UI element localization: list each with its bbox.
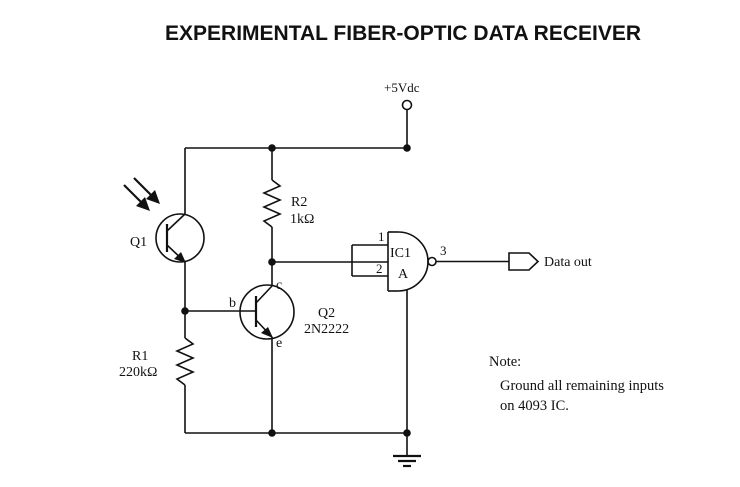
ic1-ref: IC1 — [390, 246, 411, 261]
ic1-nand-gate — [351, 231, 509, 292]
q2-part: 2N2222 — [304, 322, 349, 337]
ic1-pin-3: 3 — [440, 243, 447, 258]
ground-icon — [393, 454, 421, 468]
q1-phototransistor — [155, 208, 205, 311]
note-heading: Note: — [489, 354, 521, 370]
r1-resistor — [175, 311, 195, 433]
note-line-2: on 4093 IC. — [500, 398, 569, 414]
q2-pin-b: b — [229, 296, 236, 311]
q2-pin-e: e — [276, 336, 282, 351]
q2-pin-c: c — [276, 278, 282, 293]
output-connector-icon — [508, 252, 540, 271]
supply-terminal-icon — [401, 99, 413, 111]
note-line-1: Ground all remaining inputs — [500, 378, 664, 394]
r2-ref: R2 — [291, 195, 307, 210]
r1-ref: R1 — [132, 349, 148, 364]
diagram-title: EXPERIMENTAL FIBER-OPTIC DATA RECEIVER — [165, 22, 641, 45]
ic1-pin-2: 2 — [376, 261, 383, 276]
r1-value: 220kΩ — [119, 365, 157, 380]
ic1-unit: A — [398, 267, 409, 282]
output-label: Data out — [544, 255, 592, 270]
bottom-rail-wire — [185, 290, 408, 455]
q2-transistor — [185, 284, 295, 433]
supply-label: +5Vdc — [384, 80, 420, 95]
ic1-pin-1: 1 — [378, 229, 385, 244]
top-rail-wire — [184, 110, 408, 208]
q2-ref: Q2 — [318, 306, 335, 321]
junction-bottom-right — [403, 429, 411, 437]
r2-value: 1kΩ — [290, 212, 314, 227]
q1-ref: Q1 — [130, 235, 147, 250]
light-arrows-icon — [123, 177, 160, 211]
junction-top-right — [403, 144, 411, 152]
junction-collector — [268, 258, 276, 266]
r2-resistor — [262, 148, 282, 286]
